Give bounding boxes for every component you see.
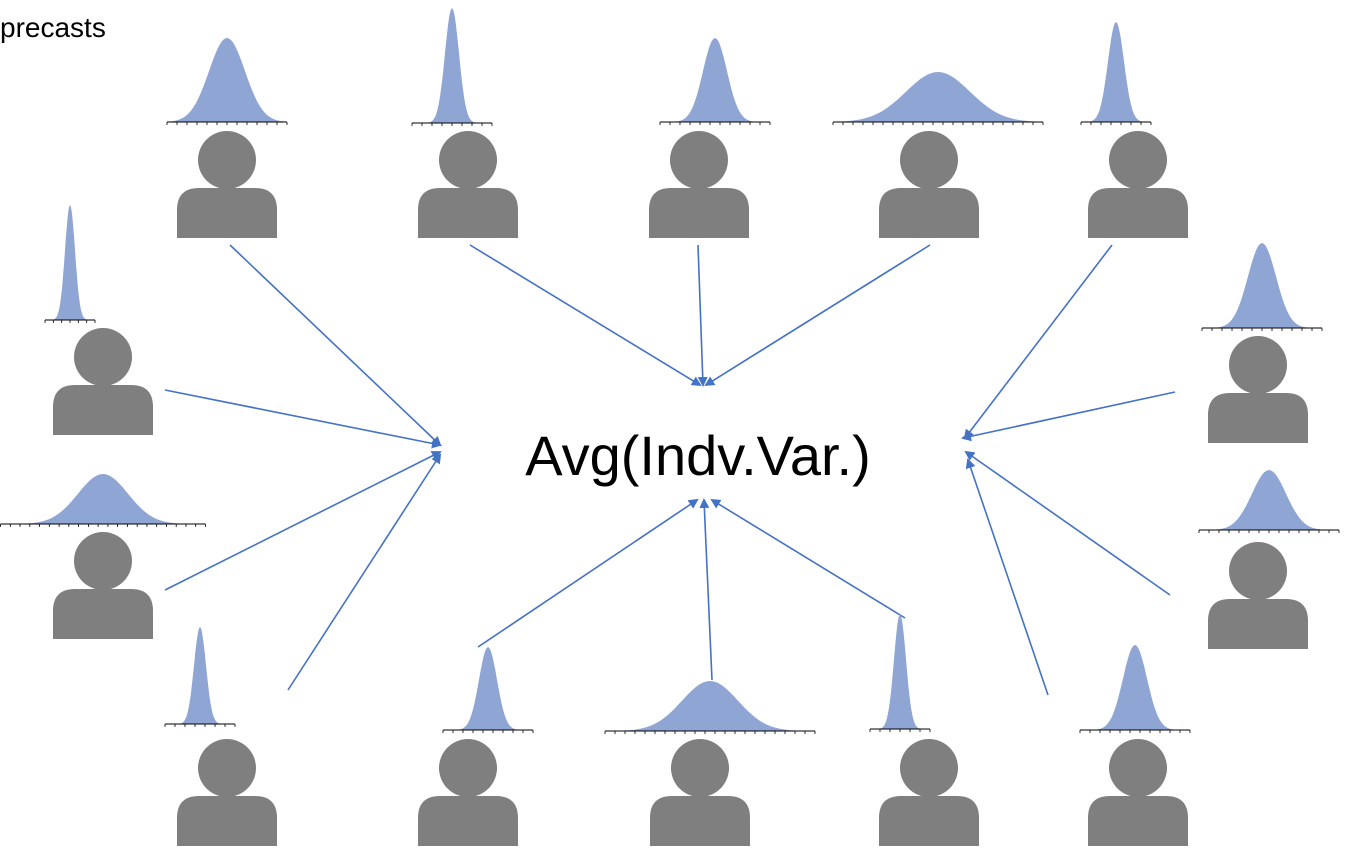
forecaster-bottom-2: [418, 647, 534, 846]
person-icon: [879, 739, 979, 846]
distribution-axis: [1198, 529, 1340, 533]
distribution-axis: [411, 122, 493, 126]
forecaster-top-3: [649, 38, 771, 238]
forecaster-top-2: [411, 8, 518, 238]
arrows-group: [164, 244, 1176, 696]
bell-curve-icon: [167, 38, 287, 122]
distribution-axis: [0, 523, 206, 527]
bell-curve-icon: [833, 72, 1043, 122]
arrow-from-top-2: [469, 244, 702, 387]
person-icon: [53, 328, 153, 435]
person-icon: [1088, 131, 1188, 238]
distribution-axis: [832, 121, 1044, 125]
arrow-from-bottom-1: [287, 453, 442, 691]
person-icon: [418, 131, 518, 238]
distribution-axis: [442, 729, 534, 733]
forecaster-top-5: [1080, 22, 1188, 238]
distribution-axis: [1079, 729, 1191, 733]
arrow-from-left-1: [164, 389, 442, 449]
forecaster-bottom-4: [869, 614, 979, 846]
person-icon: [418, 739, 518, 846]
bell-curve-icon: [870, 614, 930, 729]
bell-curve-icon: [1202, 243, 1322, 328]
forecaster-top-4: [832, 72, 1044, 238]
distribution-axis: [164, 723, 236, 727]
forecaster-top-1: [166, 38, 288, 238]
forecaster-bottom-3: [604, 681, 816, 846]
forecaster-left-2: [0, 474, 206, 639]
bell-curve-icon: [1199, 470, 1339, 530]
arrow-from-bottom-2: [477, 498, 699, 648]
distribution-axis: [869, 728, 931, 732]
bell-curve-icon: [605, 681, 815, 731]
arrow-from-top-4: [704, 244, 931, 387]
person-icon: [53, 532, 153, 639]
forecaster-right-1: [1201, 243, 1323, 443]
distribution-axis: [659, 121, 771, 125]
arrow-from-bottom-5: [965, 458, 1049, 696]
distribution-axis: [44, 319, 96, 323]
arrow-from-right-1: [961, 391, 1176, 442]
bell-curve-icon: [8, 474, 198, 524]
distribution-axis: [166, 121, 288, 125]
person-icon: [650, 739, 750, 846]
distribution-axis: [1201, 327, 1323, 331]
bell-curve-icon: [45, 205, 95, 320]
person-icon: [1208, 336, 1308, 443]
center-label: Avg(Indv.Var.): [525, 424, 871, 487]
person-icon: [879, 131, 979, 238]
bell-curve-icon: [412, 8, 492, 123]
arrow-from-bottom-4: [710, 498, 906, 619]
bell-curve-icon: [1081, 22, 1151, 122]
bell-curve-icon: [443, 647, 533, 730]
distribution-axis: [604, 730, 816, 734]
forecaster-right-2: [1198, 470, 1340, 649]
arrow-from-right-2: [964, 450, 1171, 596]
bell-curve-icon: [1080, 645, 1190, 730]
arrow-from-top-3: [697, 244, 708, 387]
person-icon: [1208, 542, 1308, 649]
forecaster-left-1: [44, 205, 153, 435]
person-icon: [177, 131, 277, 238]
forecaster-bottom-5: [1079, 645, 1191, 846]
forecasters-group: [0, 8, 1340, 846]
distribution-axis: [1080, 121, 1152, 125]
forecaster-bottom-1: [164, 627, 277, 846]
arrow-from-left-2: [164, 451, 442, 591]
arrow-from-top-1: [229, 244, 442, 447]
arrow-from-top-5: [963, 244, 1113, 440]
person-icon: [177, 739, 277, 846]
bell-curve-icon: [660, 38, 770, 122]
bell-curve-icon: [165, 627, 235, 724]
person-icon: [649, 131, 749, 238]
arrow-from-bottom-3: [699, 498, 713, 681]
caption-partial: precasts: [0, 12, 106, 43]
person-icon: [1088, 739, 1188, 846]
